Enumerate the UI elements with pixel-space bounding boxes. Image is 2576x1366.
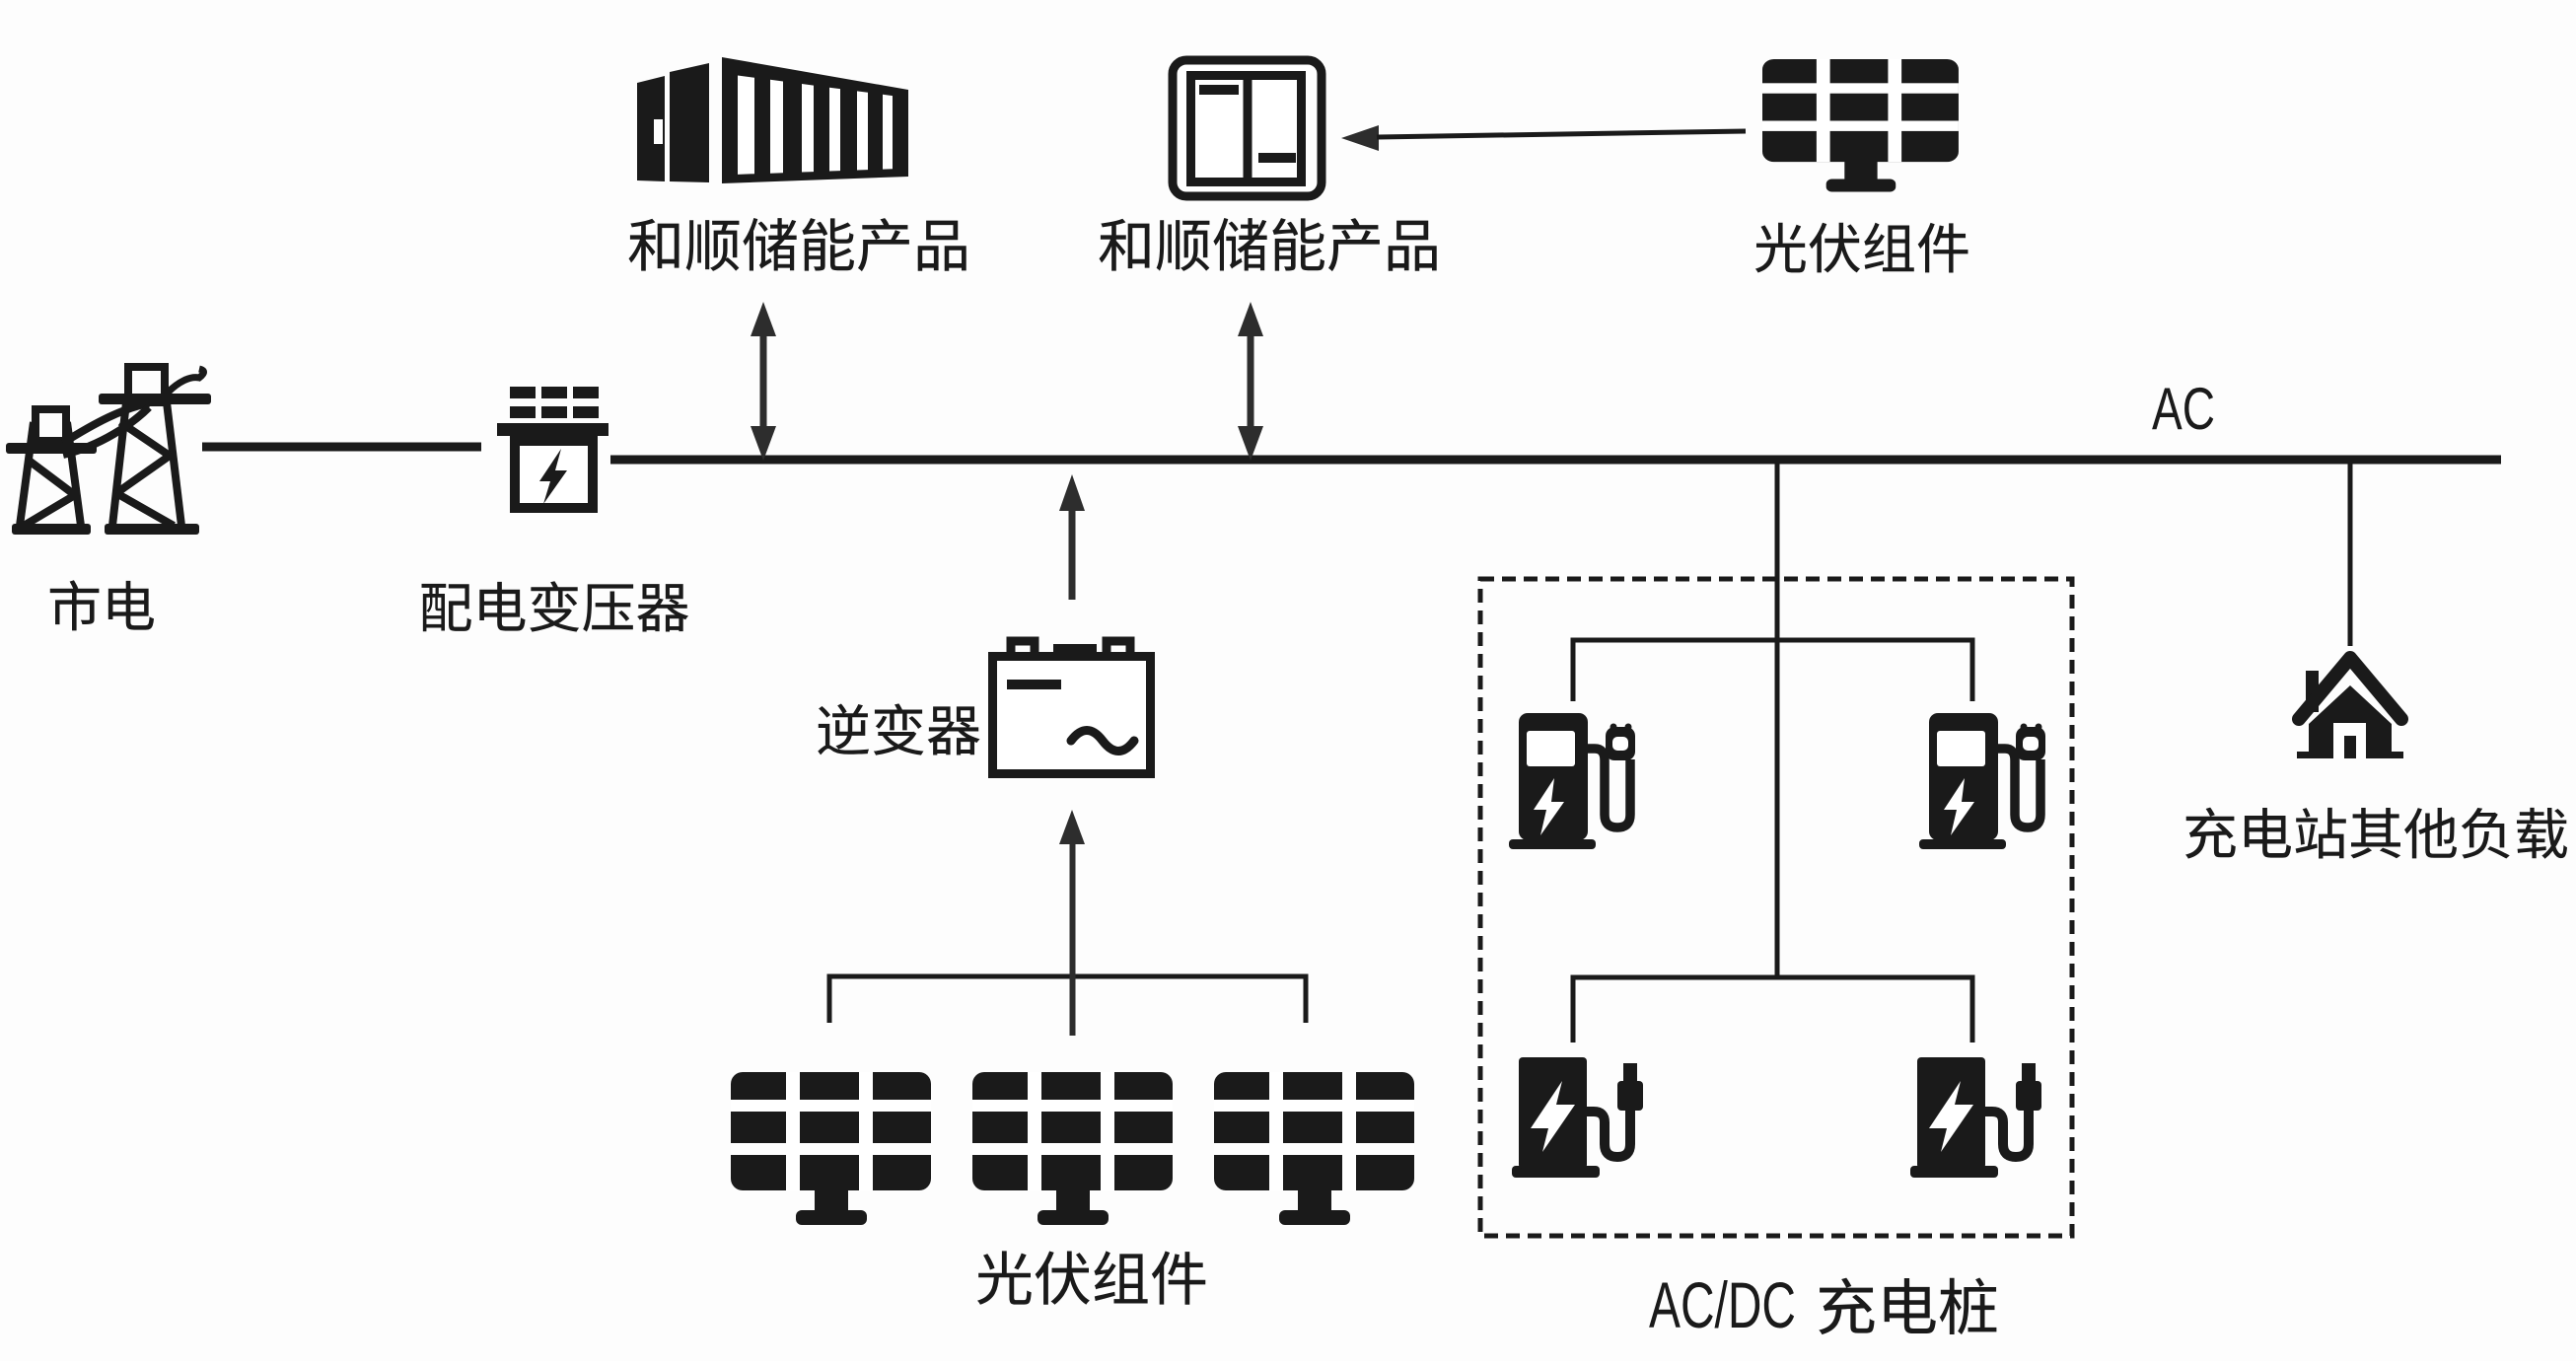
svg-text:AC: AC [2152, 376, 2215, 442]
svg-text:AC/DC: AC/DC [1649, 1268, 1796, 1341]
